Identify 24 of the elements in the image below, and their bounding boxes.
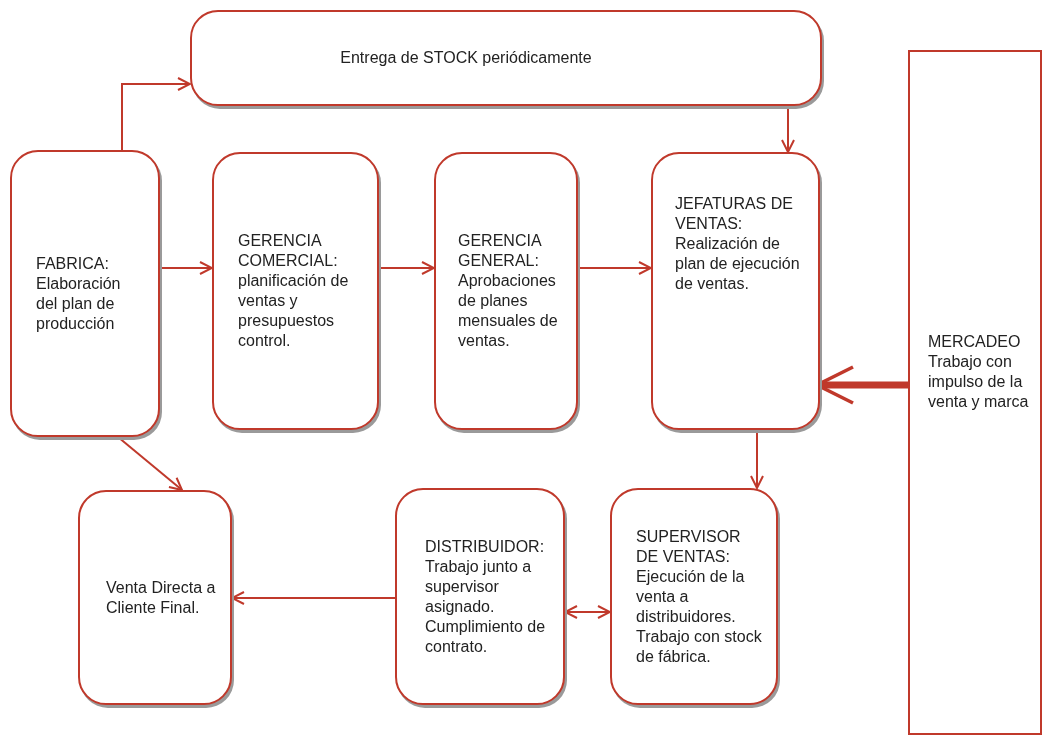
box-text: DISTRIBUIDOR: Trabajo junto a supervisor asignado. Cumplimiento de contrato. xyxy=(425,536,547,657)
box-text: SUPERVISOR DE VENTAS: Ejecución de la venta a distribuidores. Trabajo con stock de fábrica. xyxy=(636,526,763,667)
process-box xyxy=(10,150,160,437)
process-box xyxy=(190,10,822,106)
arrow xyxy=(159,261,213,275)
box-text: FABRICA: Elaboración del plan de producción xyxy=(36,253,122,334)
arrow xyxy=(378,261,435,275)
process-box xyxy=(212,152,379,430)
box-text: GERENCIA GENERAL: Aprobaciones de planes mensuales de ventas. xyxy=(458,231,559,351)
process-box xyxy=(908,50,1042,735)
arrow xyxy=(121,77,191,151)
box-text: JEFATURAS DE VENTAS: Realización de plan de ejecución de ventas. xyxy=(675,194,801,294)
process-box xyxy=(434,152,578,430)
arrow xyxy=(564,605,611,619)
process-box xyxy=(78,490,232,705)
box-text: MERCADEO Trabajo con impulso de la venta y marca xyxy=(928,332,1030,412)
box-text: Venta Directa a Cliente Final. xyxy=(106,577,217,618)
arrow xyxy=(577,261,652,275)
arrow xyxy=(231,591,396,605)
process-box xyxy=(651,152,820,430)
process-box xyxy=(395,488,565,705)
box-text: GERENCIA COMERCIAL: planificación de ventas y presupuestos control. xyxy=(238,231,350,351)
box-text: Entrega de STOCK periódicamente xyxy=(340,48,592,68)
process-box xyxy=(610,488,778,705)
